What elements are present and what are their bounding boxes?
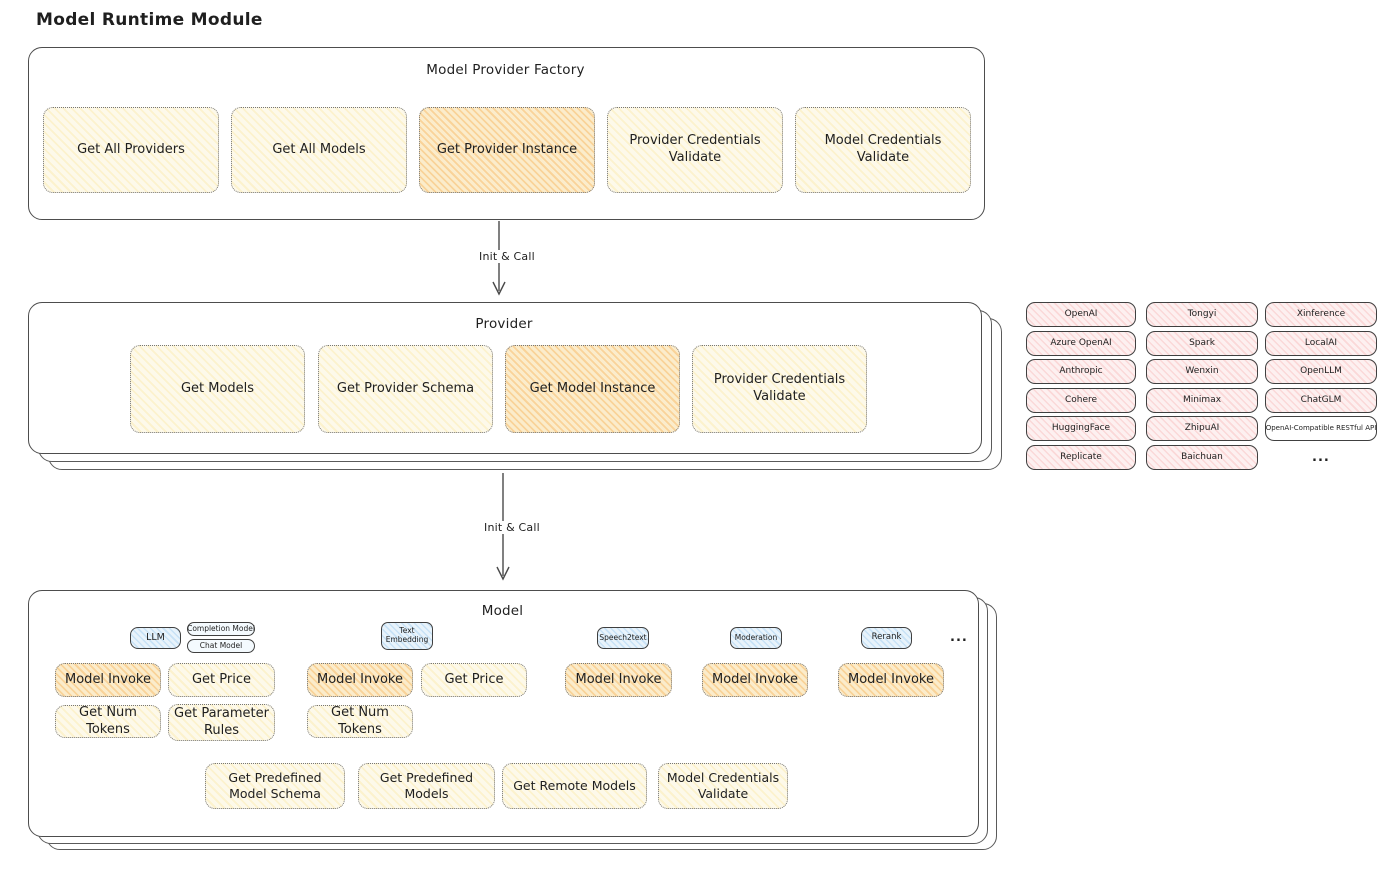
tag-text-embedding-line2: Embedding [385,635,429,644]
factory-title: Model Provider Factory [426,62,585,78]
node-text-embedding-get-price: Get Price [421,663,527,697]
arrow-label-init-call-1: Init & Call [475,250,539,263]
model-tags-ellipsis: ... [950,630,968,645]
node-llm-get-num-tokens: Get Num Tokens [55,705,161,738]
tag-llm: LLM [130,627,181,649]
tag-completion-model: Completion Model [187,622,255,636]
node-provider-credentials-validate-provider: Provider Credentials Validate [692,345,867,433]
provider-baichuan: Baichuan [1146,445,1258,470]
provider-localai: LocalAI [1265,331,1377,356]
provider-zhipuai: ZhipuAI [1146,416,1258,441]
providers-grid-ellipsis: ... [1312,450,1330,465]
tag-text-embedding-line1: Text [399,626,415,636]
provider-spark: Spark [1146,331,1258,356]
provider-openai: OpenAI [1026,302,1136,327]
provider-openllm: OpenLLM [1265,359,1377,384]
node-provider-credentials-validate-factory: Provider Credentials Validate [607,107,783,193]
provider-replicate: Replicate [1026,445,1136,470]
node-rerank-model-invoke: Model Invoke [838,663,944,697]
node-model-credentials-validate-factory: Model Credentials Validate [795,107,971,193]
provider-minimax: Minimax [1146,388,1258,413]
provider-openai-compatible-restful-api: OpenAI-Compatible RESTful API [1265,416,1377,441]
page-title: Model Runtime Module [36,10,263,30]
node-text-embedding-get-num-tokens: Get Num Tokens [307,705,413,738]
node-get-predefined-model-schema: Get Predefined Model Schema [205,763,345,809]
node-llm-get-price: Get Price [168,663,275,697]
node-llm-get-parameter-rules: Get Parameter Rules [168,704,275,741]
provider-tongyi: Tongyi [1146,302,1258,327]
node-moderation-model-invoke: Model Invoke [702,663,808,697]
node-speech2text-model-invoke: Model Invoke [565,663,672,697]
node-model-credentials-validate-model: Model Credentials Validate [658,763,788,809]
node-get-provider-schema: Get Provider Schema [318,345,493,433]
node-get-provider-instance: Get Provider Instance [419,107,595,193]
node-get-model-instance: Get Model Instance [505,345,680,433]
tag-speech2text: Speech2text [597,627,649,649]
arrow-label-init-call-2: Init & Call [480,521,544,534]
node-llm-model-invoke: Model Invoke [55,663,161,697]
node-text-embedding-model-invoke: Model Invoke [307,663,413,697]
node-get-models: Get Models [130,345,305,433]
model-title: Model [481,603,524,619]
provider-huggingface: HuggingFace [1026,416,1136,441]
provider-azure-openai: Azure OpenAI [1026,331,1136,356]
tag-moderation: Moderation [730,627,782,649]
provider-wenxin: Wenxin [1146,359,1258,384]
provider-chatglm: ChatGLM [1265,388,1377,413]
node-get-all-models: Get All Models [231,107,407,193]
provider-title: Provider [475,316,533,332]
node-get-all-providers: Get All Providers [43,107,219,193]
tag-text-embedding: Text Embedding [381,622,433,650]
node-get-predefined-models: Get Predefined Models [358,763,495,809]
tag-chat-model: Chat Model [187,639,255,653]
node-get-remote-models: Get Remote Models [502,763,647,809]
provider-anthropic: Anthropic [1026,359,1136,384]
provider-cohere: Cohere [1026,388,1136,413]
provider-xinference: Xinference [1265,302,1377,327]
tag-rerank: Rerank [861,627,912,649]
